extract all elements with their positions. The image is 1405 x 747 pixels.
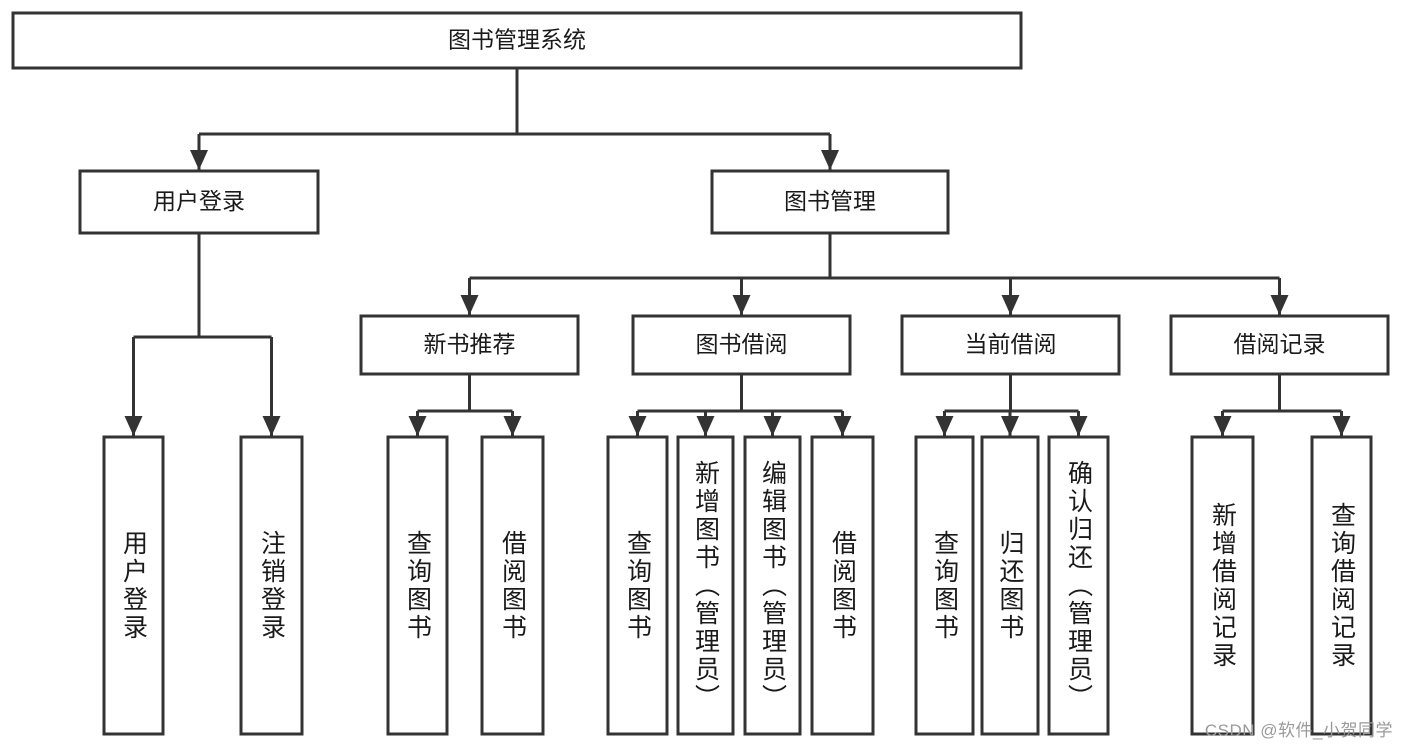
node-book-borrow-rect [631,314,852,376]
node-user-login-rect [78,169,320,235]
node-leaf-logout-login-rect [239,435,304,736]
node-leaf-edit-book-admin[interactable] [743,435,802,736]
node-leaf-borrow-book-2-rect [810,435,875,736]
node-root-label: 图书管理系统 [448,27,586,53]
arrowhead-new-book-recommend-to-leaf-query-book-1 [408,416,427,436]
node-leaf-add-book-admin-rect [676,435,735,736]
node-leaf-return-book[interactable] [980,435,1040,736]
arrowhead-root-to-user-login [190,150,208,170]
node-new-book-recommend[interactable] [359,314,580,376]
node-root[interactable] [11,11,1023,70]
node-leaf-add-book-admin[interactable] [676,435,735,736]
node-leaf-edit-book-admin-rect [743,435,802,736]
node-leaf-return-book-rect [980,435,1040,736]
arrowhead-borrow-record-to-leaf-query-borrow-rec [1332,416,1351,436]
node-leaf-confirm-return[interactable] [1047,435,1110,736]
watermark-text: CSDN @软件_小贺同学 [1204,721,1393,740]
node-book-borrow[interactable] [631,314,852,376]
node-leaf-query-book-2-rect [606,435,669,736]
arrowhead-root-to-book-manage [821,150,839,170]
node-current-borrow[interactable] [900,314,1121,376]
arrowhead-borrow-record-to-leaf-add-borrow-rec [1213,416,1232,436]
node-leaf-logout-login[interactable] [239,435,304,736]
arrowhead-book-borrow-to-leaf-add-book-admin [696,416,715,436]
edges-layer [124,68,1351,436]
arrowhead-current-borrow-to-leaf-return-book [1001,416,1019,436]
node-leaf-query-borrow-rec-rect [1310,435,1373,736]
node-leaf-query-book-1[interactable] [386,435,449,736]
arrowhead-book-borrow-to-leaf-borrow-book-2 [833,416,852,436]
node-user-login-label: 用户登录 [153,188,245,214]
node-book-borrow-label: 图书借阅 [696,331,788,357]
node-leaf-borrow-book-1[interactable] [480,435,545,736]
node-book-manage-label: 图书管理 [784,188,876,214]
node-leaf-user-login-rect [102,435,165,736]
node-current-borrow-label: 当前借阅 [965,331,1057,357]
node-root-rect [11,11,1023,70]
arrowhead-mgr-to-current-borrow [1001,295,1020,315]
node-leaf-add-borrow-rec-rect [1190,435,1255,736]
node-leaf-borrow-book-1-rect [480,435,545,736]
node-book-manage-rect [710,169,950,235]
node-leaf-query-book-2[interactable] [606,435,669,736]
node-borrow-record-label: 借阅记录 [1234,331,1326,357]
arrowhead-book-borrow-to-leaf-query-book-2 [628,416,647,436]
arrowhead-mgr-to-borrow-record [1270,295,1289,315]
node-leaf-query-book-3[interactable] [914,435,975,736]
arrowhead-new-book-recommend-to-leaf-borrow-book-1 [503,416,522,436]
arrowhead-mgr-to-new-book-recommend [460,295,479,315]
arrowhead-current-borrow-to-leaf-confirm-return [1069,416,1088,436]
arrowhead-user-login-to-leaf-user-login [124,416,143,436]
node-current-borrow-rect [900,314,1121,376]
node-leaf-query-book-3-rect [914,435,975,736]
node-leaf-user-login[interactable] [102,435,165,736]
node-leaf-query-book-1-rect [386,435,449,736]
node-borrow-record[interactable] [1169,314,1390,376]
arrowhead-user-login-to-leaf-logout-login [262,416,281,436]
node-book-manage[interactable] [710,169,950,235]
node-borrow-record-rect [1169,314,1390,376]
node-leaf-query-borrow-rec[interactable] [1310,435,1373,736]
arrowhead-mgr-to-book-borrow [732,295,751,315]
node-leaf-add-borrow-rec[interactable] [1190,435,1255,736]
node-new-book-recommend-rect [359,314,580,376]
node-leaf-borrow-book-2[interactable] [810,435,875,736]
node-new-book-recommend-label: 新书推荐 [424,331,516,357]
arrowhead-book-borrow-to-leaf-edit-book-admin [763,416,782,436]
arrowhead-current-borrow-to-leaf-query-book-3 [935,416,954,436]
node-user-login[interactable] [78,169,320,235]
node-leaf-confirm-return-rect [1047,435,1110,736]
